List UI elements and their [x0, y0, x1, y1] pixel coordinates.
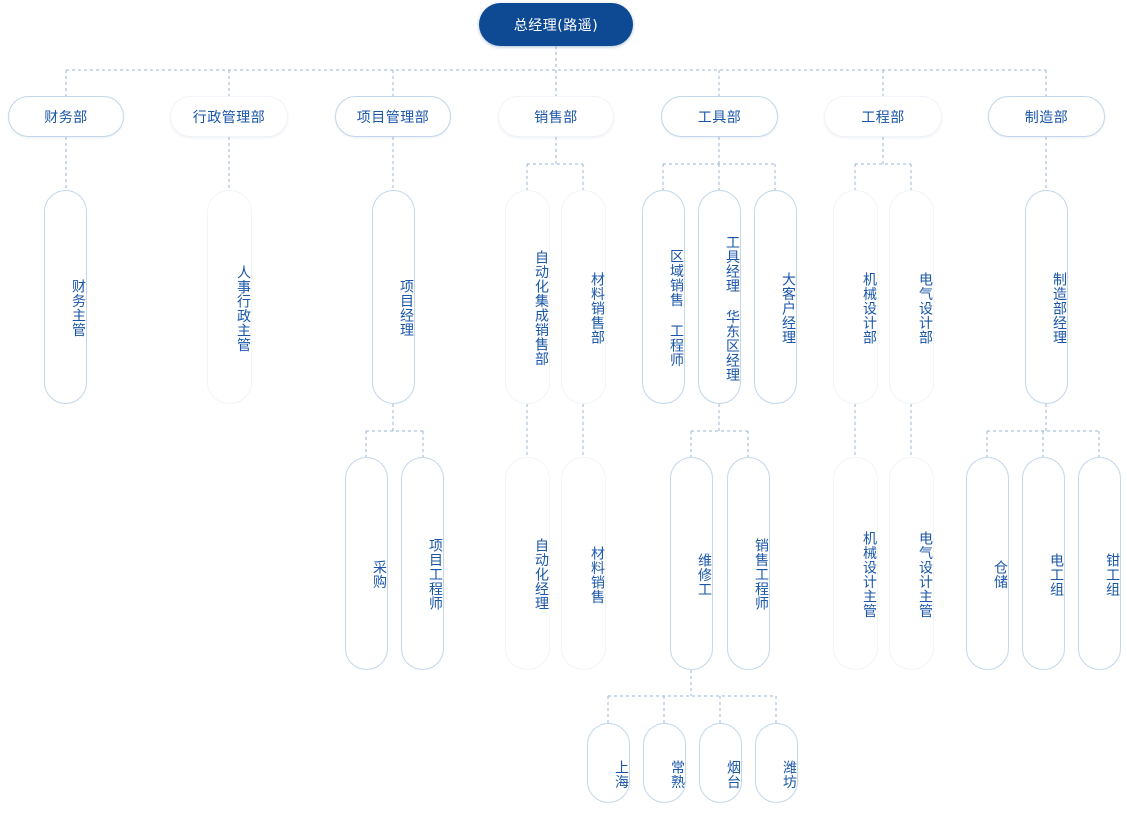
dept-admin[interactable]: 行政管理部: [170, 96, 288, 137]
dept-label: 财务部: [44, 109, 88, 126]
position-label: 工具经理 华东区经理: [724, 234, 740, 382]
dept-label: 销售部: [534, 109, 578, 126]
position-label: 项目经理: [398, 279, 414, 337]
position-project-manager[interactable]: 项目经理: [372, 190, 415, 404]
location-changshu[interactable]: 常熟: [643, 723, 686, 803]
position-warehouse[interactable]: 仓储: [966, 457, 1009, 670]
position-manufacturing-manager[interactable]: 制造部经理: [1025, 190, 1068, 404]
location-shanghai[interactable]: 上海: [587, 723, 630, 803]
position-label: 财务主管: [70, 279, 86, 337]
location-label: 上海: [613, 759, 629, 789]
dept-sales[interactable]: 销售部: [498, 96, 614, 137]
position-project-engineer[interactable]: 项目工程师: [401, 457, 444, 670]
position-electrical-design-supervisor[interactable]: 电气设计主管: [889, 457, 934, 670]
position-label: 自动化集成销售部: [533, 250, 549, 366]
dept-label: 行政管理部: [192, 109, 266, 126]
position-procurement[interactable]: 采购: [345, 457, 388, 670]
position-fitter-team[interactable]: 钳工组: [1078, 457, 1121, 670]
position-label: 区域销售 工程师: [668, 249, 684, 367]
dept-engineering[interactable]: 工程部: [824, 96, 942, 137]
position-mechanical-design-dept[interactable]: 机械设计部: [833, 190, 878, 404]
position-label: 采购: [371, 560, 387, 589]
position-label: 机械设计部: [861, 271, 877, 345]
position-label: 电气设计部: [917, 271, 933, 345]
position-tools-manager[interactable]: 工具经理 华东区经理: [698, 190, 741, 404]
position-key-account-manager[interactable]: 大客户经理: [754, 190, 797, 404]
position-maintenance-worker[interactable]: 维修工: [670, 457, 713, 670]
position-automation-manager[interactable]: 自动化经理: [505, 457, 550, 670]
position-label: 人事行政主管: [235, 264, 251, 352]
position-label: 机械设计主管: [861, 531, 877, 618]
location-weifang[interactable]: 潍坊: [755, 723, 798, 803]
position-label: 材料销售: [589, 545, 605, 604]
position-label: 自动化经理: [533, 538, 549, 611]
dept-finance[interactable]: 财务部: [8, 96, 124, 137]
position-electrical-design-dept[interactable]: 电气设计部: [889, 190, 934, 404]
dept-manufacturing[interactable]: 制造部: [988, 96, 1105, 137]
location-label: 常熟: [669, 759, 685, 789]
position-label: 电工组: [1048, 552, 1064, 597]
position-label: 销售工程师: [753, 538, 769, 611]
position-mechanical-design-supervisor[interactable]: 机械设计主管: [833, 457, 878, 670]
position-sales-engineer[interactable]: 销售工程师: [727, 457, 770, 670]
position-label: 钳工组: [1104, 552, 1120, 597]
position-materials-sales-dept[interactable]: 材料销售部: [561, 190, 606, 404]
location-yantai[interactable]: 烟台: [699, 723, 742, 803]
root-label: 总经理(路遥): [513, 17, 599, 34]
location-label: 烟台: [725, 759, 741, 789]
dept-label: 项目管理部: [356, 109, 430, 126]
dept-project-management[interactable]: 项目管理部: [335, 96, 451, 137]
dept-label: 工具部: [697, 109, 742, 126]
position-label: 项目工程师: [427, 538, 443, 611]
dept-label: 制造部: [1024, 109, 1069, 126]
position-finance-supervisor[interactable]: 财务主管: [44, 190, 87, 404]
dept-tools[interactable]: 工具部: [661, 96, 778, 137]
position-label: 大客户经理: [780, 271, 796, 345]
position-materials-sales[interactable]: 材料销售: [561, 457, 606, 670]
position-label: 维修工: [696, 552, 712, 597]
position-label: 电气设计主管: [917, 531, 933, 618]
position-electrician-team[interactable]: 电工组: [1022, 457, 1065, 670]
position-label: 材料销售部: [589, 271, 605, 345]
root-node[interactable]: 总经理(路遥): [479, 3, 633, 46]
position-hr-admin-supervisor[interactable]: 人事行政主管: [207, 190, 252, 404]
position-automation-sales-dept[interactable]: 自动化集成销售部: [505, 190, 550, 404]
position-regional-sales-engineer[interactable]: 区域销售 工程师: [642, 190, 685, 404]
position-label: 仓储: [992, 560, 1008, 589]
location-label: 潍坊: [781, 759, 797, 789]
dept-label: 工程部: [861, 109, 905, 126]
position-label: 制造部经理: [1051, 271, 1067, 345]
